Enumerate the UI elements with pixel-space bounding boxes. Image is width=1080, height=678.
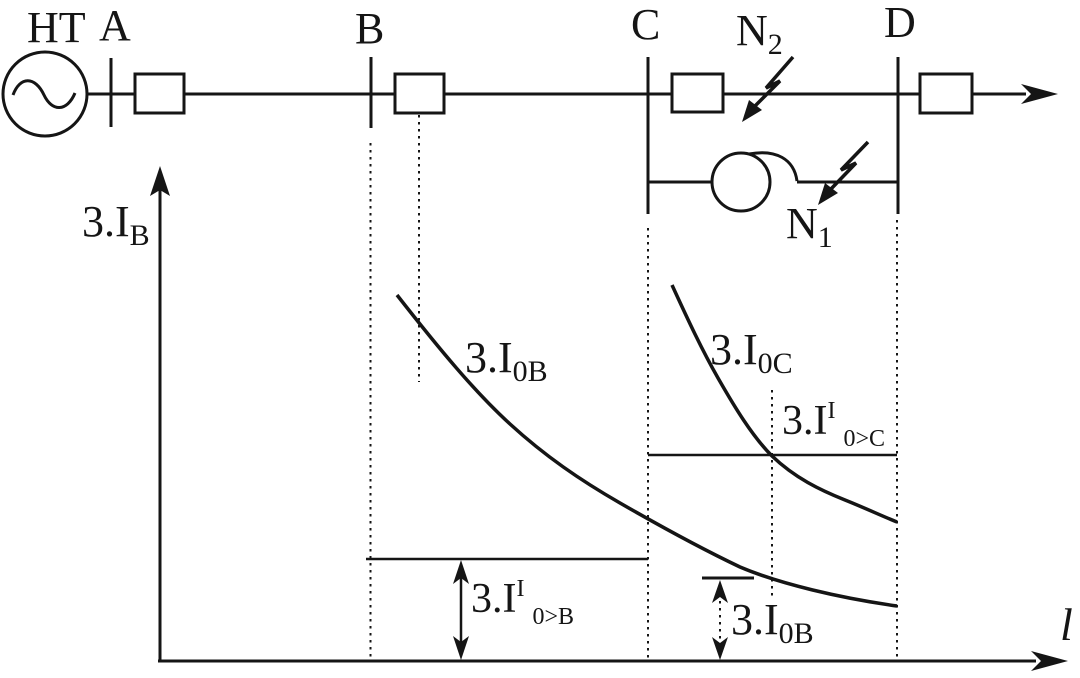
y-axis-label: 3.IB xyxy=(82,197,150,252)
measure-arrow-residual-b-up xyxy=(712,580,728,603)
curve-3i0b xyxy=(395,293,898,608)
breaker-d-icon xyxy=(918,72,974,115)
x-axis-arrow-icon xyxy=(1031,651,1068,671)
feeder-arrow-icon xyxy=(1021,84,1058,104)
measure-arrow-residual-b-down xyxy=(712,637,728,660)
residual-label-3i0b: 3.I0B xyxy=(731,595,814,650)
fault-bolt-n2-arrowhead xyxy=(742,100,762,122)
measure-arrow-setting-b-down xyxy=(453,636,469,660)
fault-label-n2: N2 xyxy=(736,6,783,61)
breaker-c-icon xyxy=(670,72,725,114)
setting-label-c: 3.II0>C xyxy=(782,398,885,452)
fault-label-n1: N1 xyxy=(786,199,833,254)
source-label: HT xyxy=(27,3,86,52)
machine-arc-icon xyxy=(748,151,799,182)
sine-wave-icon xyxy=(11,79,77,109)
bus-label-c: C xyxy=(631,0,660,49)
curve-label-3i0b: 3.I0B xyxy=(465,333,548,388)
fault-bolt-n1-arrowhead xyxy=(818,183,838,205)
current-graph: 3.IB l 3.I0B 3.I0C 3.II0>C 3.II0>B 3.I0B xyxy=(82,115,1073,671)
y-axis-arrow-icon xyxy=(150,166,170,196)
fault-bolt-n1-icon xyxy=(828,140,870,192)
curve-label-3i0c: 3.I0C xyxy=(710,325,793,380)
fault-bolt-n2-icon xyxy=(751,55,795,110)
x-axis-label: l xyxy=(1060,599,1073,650)
one-line-diagram: HT A B C D N2 N1 xyxy=(1,0,1058,254)
bus-label-d: D xyxy=(884,0,916,47)
setting-label-b: 3.II0>B xyxy=(471,576,574,630)
measure-arrow-setting-b-up xyxy=(453,560,469,584)
bus-label-b: B xyxy=(355,4,384,53)
bus-label-a: A xyxy=(99,1,131,50)
curve-3i0c xyxy=(670,284,898,524)
machine-icon xyxy=(710,151,772,213)
breaker-a-icon xyxy=(133,72,186,115)
breaker-b-icon xyxy=(393,72,446,115)
